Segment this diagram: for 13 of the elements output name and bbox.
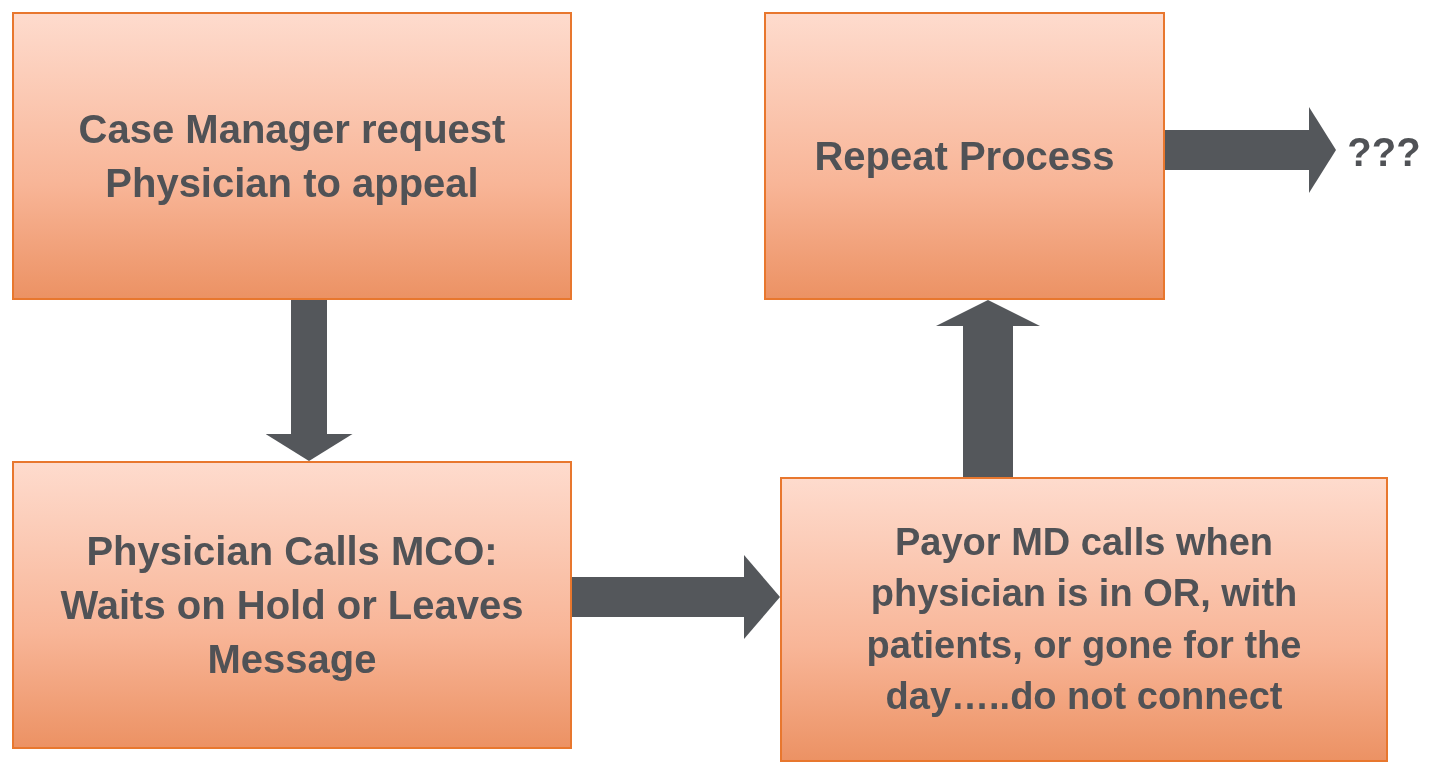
block-arrow bbox=[1165, 107, 1336, 193]
block-arrow bbox=[572, 555, 780, 639]
question-marks: ??? bbox=[1347, 129, 1421, 176]
process-box bbox=[780, 477, 1388, 762]
box-label: Repeat Process bbox=[813, 133, 1116, 180]
block-arrow bbox=[936, 300, 1040, 477]
process-box bbox=[764, 12, 1165, 300]
process-box bbox=[12, 461, 572, 749]
block-arrow bbox=[265, 300, 353, 461]
box-label: Payor MD calls when physician is in OR, with patients, or gone for the day…..do not connect bbox=[865, 519, 1303, 719]
box-label: Physician Calls MCO: Waits on Hold or Leaves Message bbox=[59, 528, 525, 683]
process-box bbox=[12, 12, 572, 300]
box-label: Case Manager request Physician to appeal bbox=[77, 106, 507, 207]
